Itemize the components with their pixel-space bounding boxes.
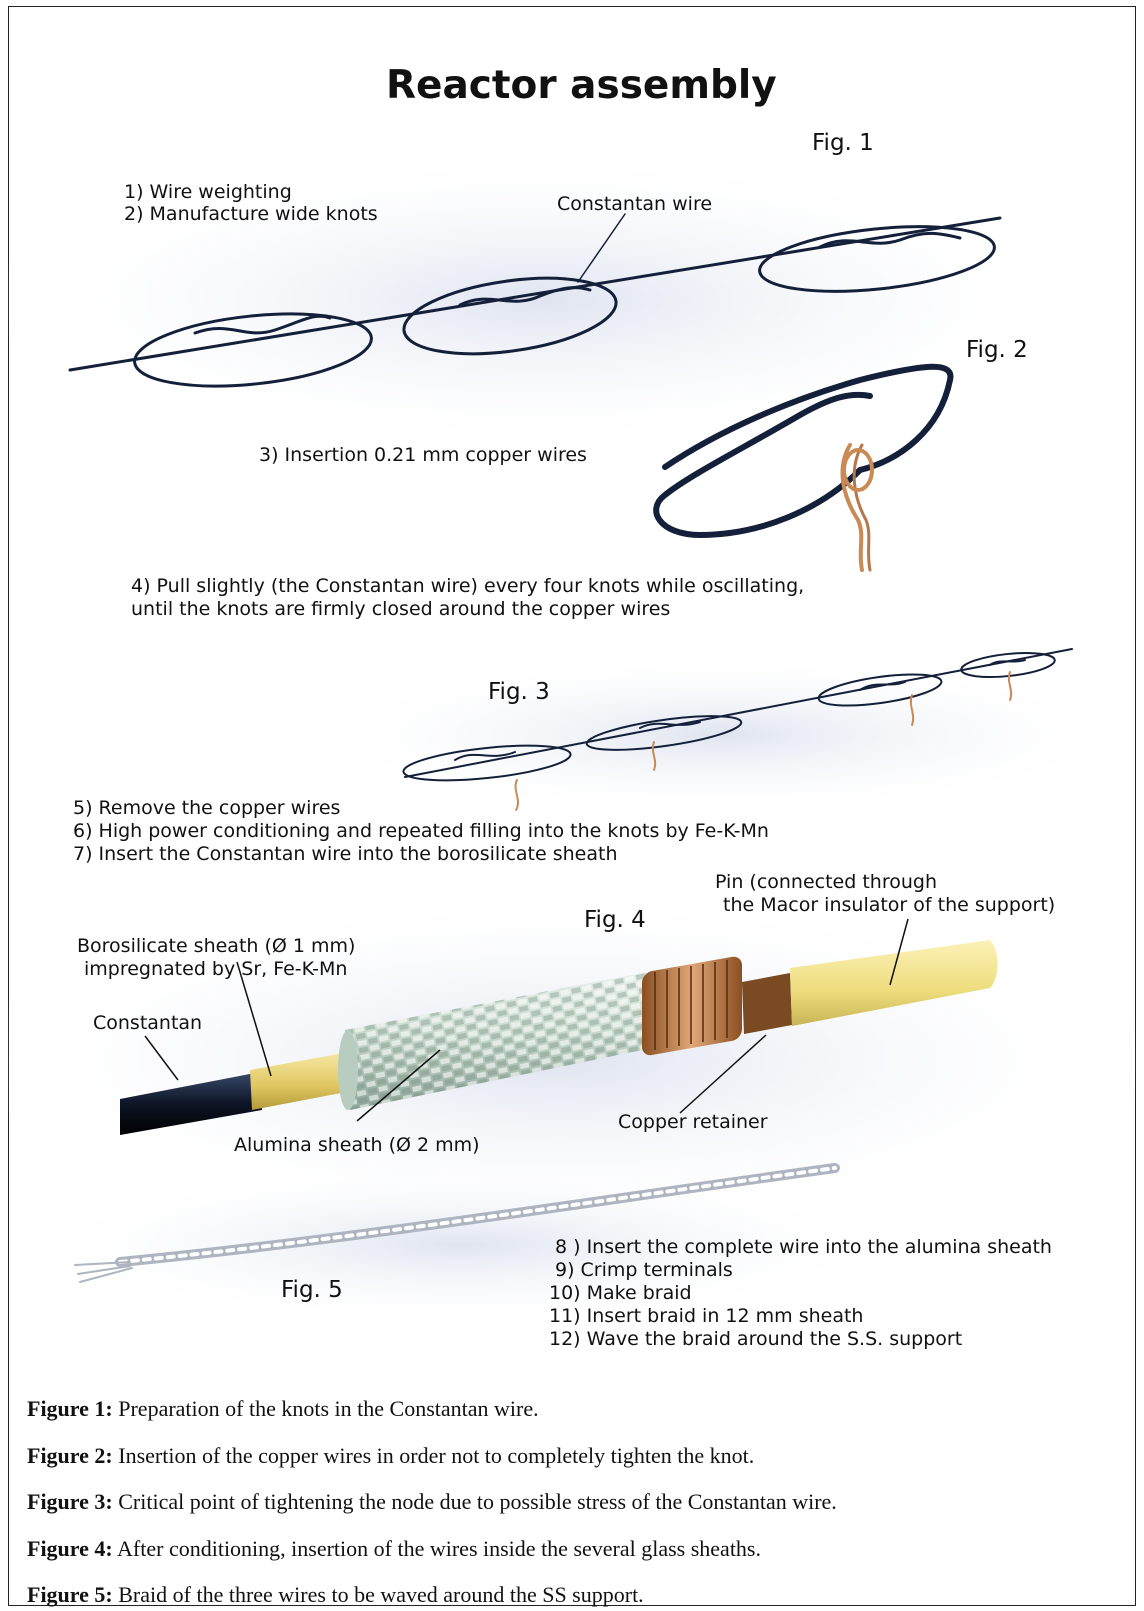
borosilicate-label-line-1: Borosilicate sheath (Ø 1 mm) xyxy=(77,935,355,958)
fig2-step-3: 3) Insertion 0.21 mm copper wires xyxy=(259,444,587,467)
caption-figure-2: Figure 2: Insertion of the copper wires … xyxy=(27,1443,754,1469)
fig5-label: Fig. 5 xyxy=(281,1277,343,1303)
fig1-step-2: 2) Manufacture wide knots xyxy=(124,203,378,226)
borosilicate-label-line-2: impregnated by Sr, Fe-K-Mn xyxy=(84,958,347,981)
threaded-stud xyxy=(742,973,792,1034)
step-5: 5) Remove the copper wires xyxy=(73,797,340,820)
alumina-label: Alumina sheath (Ø 2 mm) xyxy=(234,1134,480,1157)
caption-figure-4: Figure 4: After conditioning, insertion … xyxy=(27,1536,761,1562)
fig5-step-10: 10) Make braid xyxy=(549,1282,692,1305)
fig1-step-1: 1) Wire weighting xyxy=(124,181,292,204)
fig5-step-12: 12) Wave the braid around the S.S. suppo… xyxy=(549,1328,962,1351)
caption-figure-1: Figure 1: Preparation of the knots in th… xyxy=(27,1396,539,1422)
fig3-label: Fig. 3 xyxy=(488,679,550,705)
fig1-label: Fig. 1 xyxy=(812,130,874,156)
pin-label-line-1: Pin (connected through xyxy=(715,871,937,894)
step-6: 6) High power conditioning and repeated … xyxy=(73,820,769,843)
step-4-line-1: 4) Pull slightly (the Constantan wire) e… xyxy=(131,575,804,598)
caption-figure-5: Figure 5: Braid of the three wires to be… xyxy=(27,1582,644,1608)
alumina-end xyxy=(338,1030,358,1110)
pin-label-line-2: the Macor insulator of the support) xyxy=(723,894,1055,917)
fig5-step-11: 11) Insert braid in 12 mm sheath xyxy=(549,1305,863,1328)
copper-retainer-label: Copper retainer xyxy=(618,1111,768,1134)
constantan-label: Constantan xyxy=(93,1012,202,1035)
fig2-label: Fig. 2 xyxy=(966,337,1028,363)
fig4-label: Fig. 4 xyxy=(584,907,646,933)
diagram-title: Reactor assembly xyxy=(386,63,777,108)
step-4-line-2: until the knots are firmly closed around… xyxy=(131,598,670,621)
step-7: 7) Insert the Constantan wire into the b… xyxy=(73,843,618,866)
copper-retainer xyxy=(642,955,742,1057)
caption-figure-3: Figure 3: Critical point of tightening t… xyxy=(27,1489,837,1515)
fig5-step-8: 8 ) Insert the complete wire into the al… xyxy=(555,1236,1052,1259)
fig1-callout-constantan-wire: Constantan wire xyxy=(557,193,712,216)
fig5-step-9: 9) Crimp terminals xyxy=(555,1259,733,1282)
